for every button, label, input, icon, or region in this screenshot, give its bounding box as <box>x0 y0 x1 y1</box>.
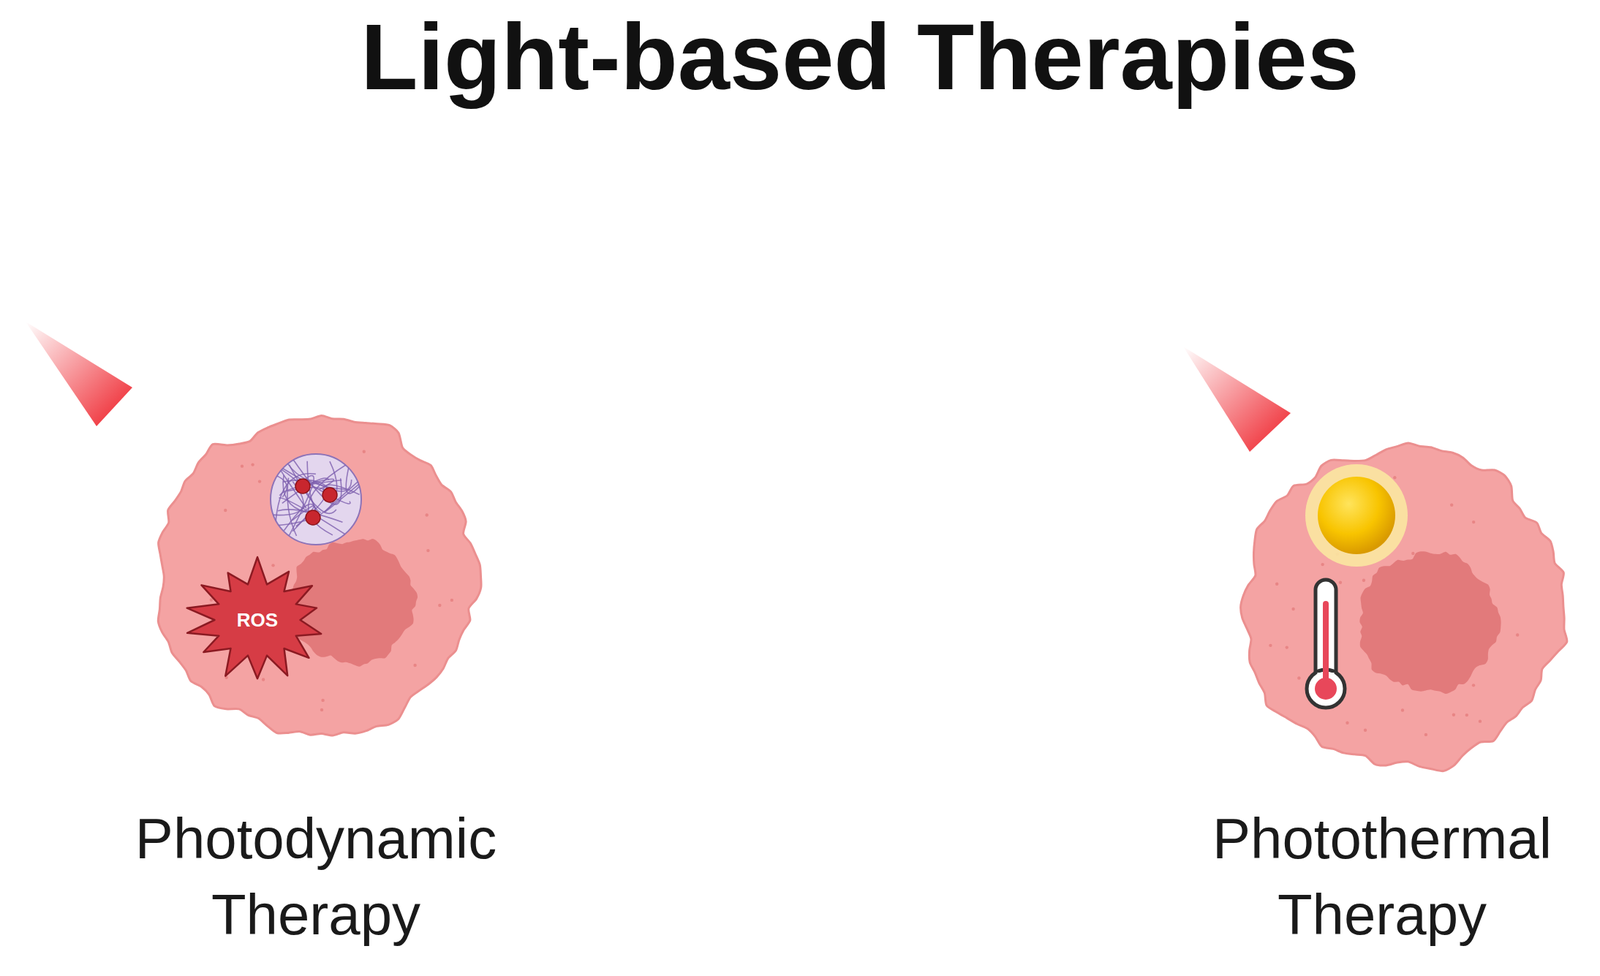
cell-membrane <box>157 415 482 736</box>
photosensitizer <box>322 487 338 503</box>
nucleus <box>288 538 418 667</box>
cytoplasm-dot <box>1338 581 1342 585</box>
glow <box>1305 464 1408 567</box>
cytoplasm-dot <box>426 549 430 553</box>
polymer-strand <box>272 461 338 526</box>
cytoplasm-dot <box>321 699 324 703</box>
photosensitizer <box>305 510 321 526</box>
gold-nanoparticle <box>1317 476 1396 555</box>
cytoplasm-dot <box>240 464 244 468</box>
light-beam <box>1183 346 1291 452</box>
cell-node: Photodynamic Therapy ROS <box>81 409 550 966</box>
polymer-strand <box>291 457 342 504</box>
cytoplasm-dot <box>271 563 275 567</box>
cytoplasm-dot <box>1424 733 1428 737</box>
nanoparticle <box>270 454 362 545</box>
cytoplasm-dot <box>1450 503 1454 507</box>
cytoplasm-dot <box>438 604 441 607</box>
cytoplasm-dot <box>1297 676 1301 680</box>
cytoplasm-dot <box>261 677 265 681</box>
cytoplasm-dot <box>1275 582 1279 586</box>
cytoplasm-dot <box>320 708 324 712</box>
cytoplasm-dot <box>1472 520 1475 524</box>
cytoplasm-dot <box>250 462 254 466</box>
cytoplasm-dot <box>223 508 227 512</box>
cytoplasm-dot <box>1362 579 1366 583</box>
polymer-strand <box>287 475 314 539</box>
ros-label: ROS <box>180 554 335 686</box>
cytoplasm-dot <box>1465 713 1469 717</box>
photosensitizer <box>295 478 311 494</box>
thermometer <box>1306 579 1345 708</box>
cytoplasm-dot <box>1268 644 1272 648</box>
cytoplasm-dot <box>413 663 417 667</box>
therapy-label: Photodynamic Therapy <box>81 800 550 953</box>
cytoplasm-dot <box>450 598 454 602</box>
cytoplasm-dot <box>1478 719 1482 723</box>
ros-node: ROS <box>180 554 335 686</box>
nanoparticle-shell <box>270 454 362 545</box>
cytoplasm-dot <box>1285 645 1289 649</box>
nucleus <box>1359 551 1501 694</box>
cytoplasm-dot <box>1472 683 1475 687</box>
cytoplasm-dot <box>1363 729 1367 732</box>
cytoplasm-dot <box>362 449 366 453</box>
cell-membrane <box>1240 443 1568 772</box>
polymer-strand <box>274 474 288 498</box>
cytoplasm-dot <box>258 479 262 483</box>
cytoplasm-dot <box>1393 476 1396 479</box>
light-beam <box>25 321 133 427</box>
cytoplasm-dot <box>424 513 428 517</box>
cytoplasm-dot <box>209 598 213 602</box>
cell-node: Photothermal Therapy <box>1170 431 1595 966</box>
cytoplasm-dot <box>1401 708 1405 712</box>
cytoplasm-dot <box>1411 552 1415 556</box>
cytoplasm-dot <box>1515 633 1519 637</box>
therapy-label: Photothermal Therapy <box>1170 800 1595 953</box>
cytoplasm-dot <box>1345 721 1349 725</box>
cytoplasm-dot <box>1452 713 1456 717</box>
cytoplasm-dot <box>1291 607 1295 611</box>
title: Light-based Therapies <box>360 2 1360 111</box>
cell-shape <box>81 409 550 966</box>
cytoplasm-dot <box>1320 563 1324 566</box>
